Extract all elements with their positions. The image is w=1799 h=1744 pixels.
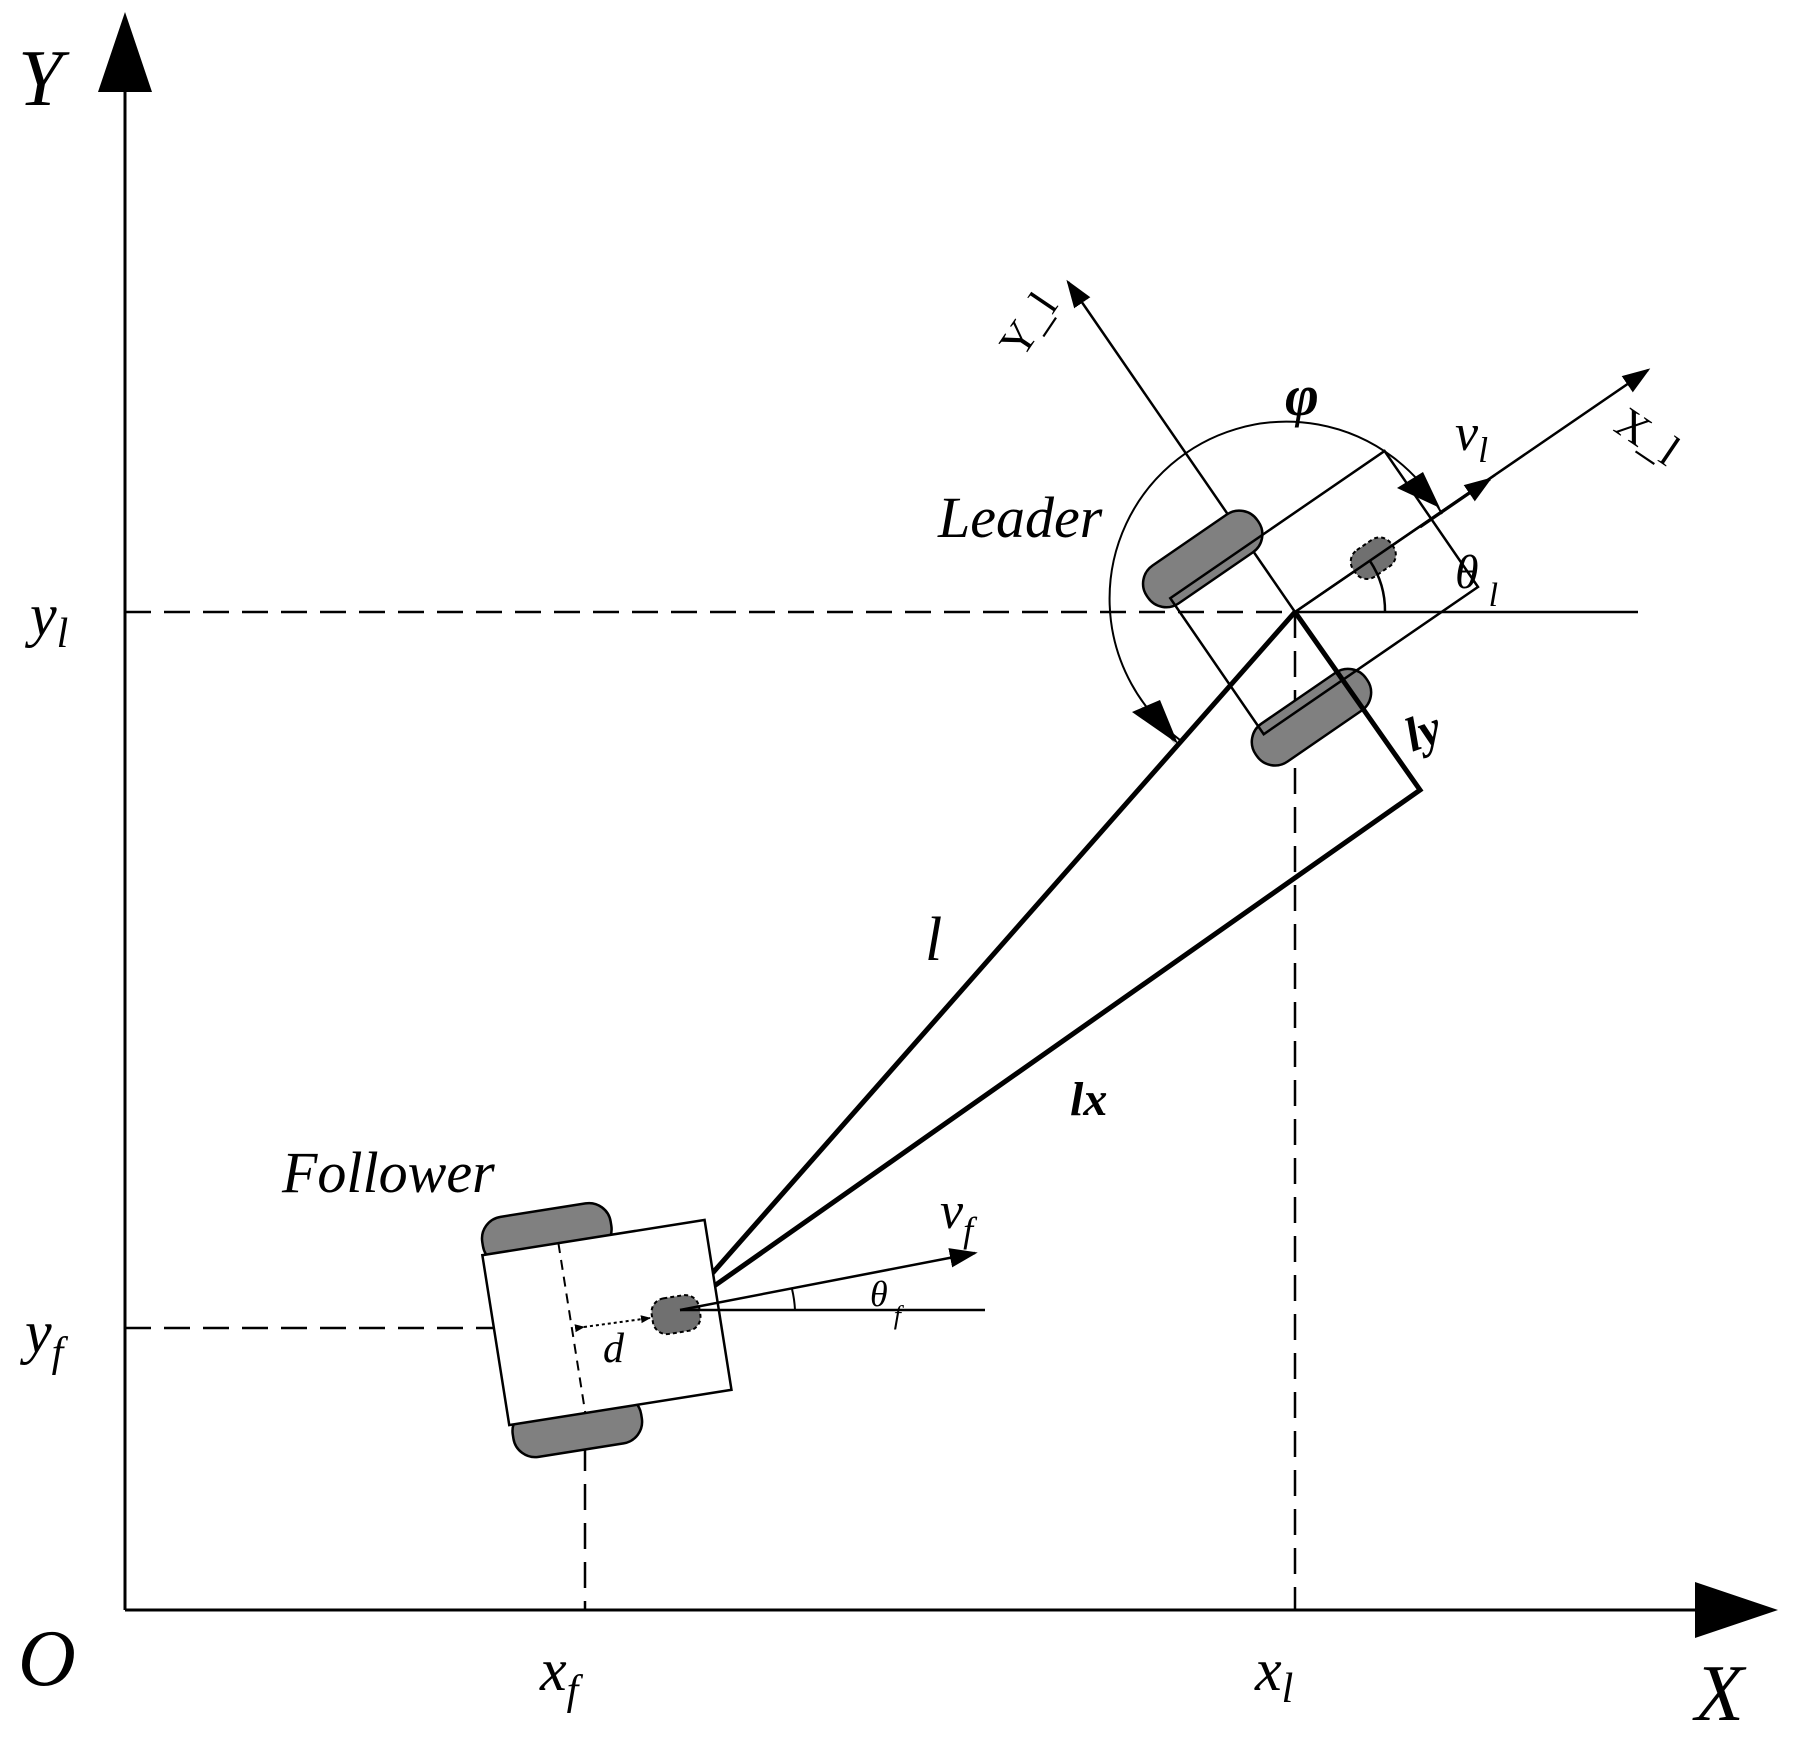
y-axis-label: Y (18, 35, 70, 123)
vf-label: vf (940, 1183, 978, 1250)
xf-label: xf (539, 1637, 584, 1714)
follower-axle-dashed (557, 1242, 587, 1414)
relation-lines (678, 610, 1424, 1313)
x-axis-label: X (1692, 1650, 1747, 1738)
leader-local-y-axis (1066, 279, 1297, 613)
yl-local-axis-label: Y_l (990, 283, 1068, 365)
x-axis-arrowhead (1695, 1582, 1778, 1638)
follower-name-label: Follower (281, 1140, 495, 1205)
theta-f-label: θf (870, 1274, 905, 1330)
global-axes: Y X O (18, 12, 1778, 1738)
projection-lines (125, 610, 1638, 1610)
follower-robot: Follower vf θf d (281, 1140, 985, 1459)
vl-label: vl (1455, 405, 1488, 470)
distance-line-l (678, 610, 1297, 1312)
axis-value-labels: yl yf xf xl (19, 582, 1293, 1714)
phi-arrowhead-end-fill (1132, 700, 1178, 744)
follower-velocity-arrow (679, 1248, 978, 1312)
leader-heading-arc (1368, 560, 1387, 613)
yl-label: yl (24, 582, 68, 657)
follower-heading-arc (791, 1288, 796, 1311)
xl-label: xl (1254, 1637, 1293, 1712)
phi-arrowhead-start (1397, 472, 1440, 508)
leader-body (1168, 449, 1480, 736)
origin-label: O (18, 1615, 76, 1703)
y-axis-arrowhead (98, 12, 152, 92)
phi-angle-arc (1108, 420, 1443, 741)
leader-velocity-arrow (1419, 477, 1493, 529)
yf-label: yf (19, 1299, 69, 1376)
xl-local-axis-label: X_l (1606, 398, 1688, 476)
lx-ly-path (678, 610, 1424, 1313)
distance-l-label: l (925, 906, 942, 974)
ly-label: ly (1398, 700, 1449, 762)
phi-label: φ (1285, 363, 1319, 428)
offset-d-label: d (603, 1326, 625, 1372)
leader-right-wheel (1250, 667, 1373, 767)
offset-d-line (574, 1315, 651, 1333)
lx-label: lx (1070, 1073, 1107, 1126)
leader-name-label: Leader (937, 485, 1103, 550)
leader-left-wheel (1141, 509, 1264, 609)
